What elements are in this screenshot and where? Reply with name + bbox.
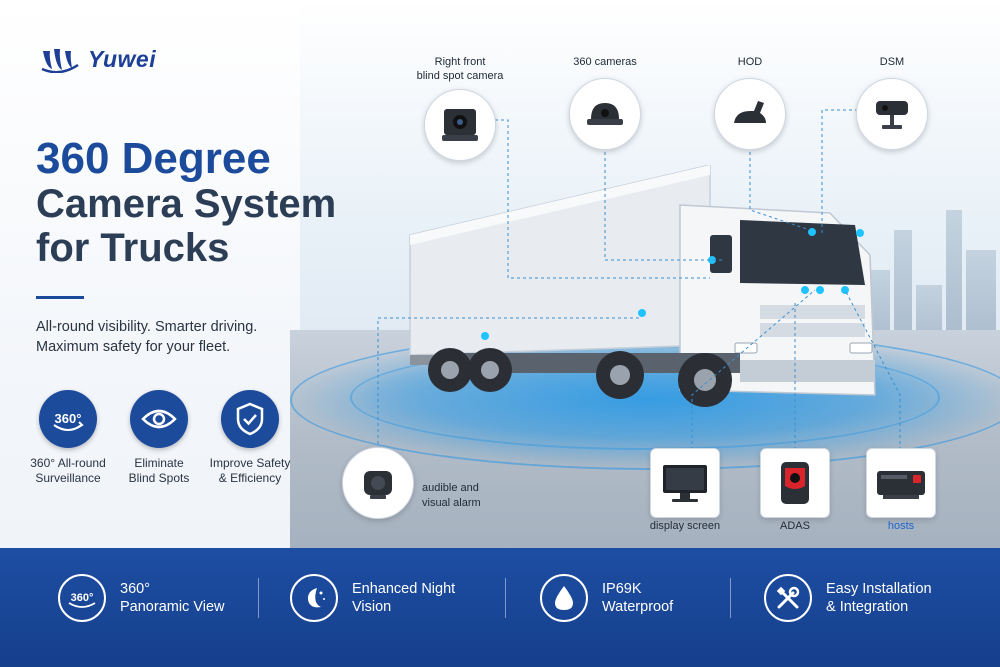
footer-divider-2 [505, 578, 506, 618]
footer-install-line-2: & Integration [826, 599, 909, 615]
hosts-label: hosts [887, 520, 915, 532]
headline-line-3: for Trucks [36, 226, 230, 270]
footer-waterproof-line-2: Waterproof [602, 599, 674, 615]
eye-icon [130, 390, 188, 448]
footer-install-line-1: Easy Installation [826, 581, 932, 597]
footer-bar: 360° 360° Panoramic View Enhanced Night [0, 548, 1000, 667]
hod-label: HOD [737, 56, 763, 68]
360-icon: 360° [39, 390, 97, 448]
feature-360-line-2: Surveillance [35, 471, 101, 485]
feature-safety-line-2: & Efficiency [218, 471, 282, 485]
feature-safety-line-1: Improve Safety [209, 456, 291, 470]
headline-line-2: Camera System [36, 182, 337, 226]
dome-camera-icon [569, 78, 641, 150]
display-screen-label: display screen [649, 520, 721, 532]
footer-360-badge: 360° [71, 592, 94, 604]
truck-illustration [409, 165, 876, 407]
footer-waterproof-line-1: IP69K [602, 581, 642, 597]
feature-eye-line-2: Blind Spots [128, 471, 190, 485]
footer-panoramic-line-1: 360° [120, 581, 150, 597]
feature-360-surveillance: 360° 360° All-round Surveillance [18, 390, 118, 486]
right-front-label-2: blind spot camera [416, 70, 504, 82]
water-drop-icon [540, 574, 588, 622]
footer-divider-3 [730, 578, 731, 618]
shield-check-icon [221, 390, 279, 448]
brand-name: Yuwei [88, 46, 157, 72]
tagline-line-2: Maximum safety for your fleet. [36, 339, 231, 355]
feature-improve-safety: Improve Safety & Efficiency [200, 390, 300, 486]
feature-eye-line-1: Eliminate [134, 456, 184, 470]
right-front-label-1: Right front [434, 56, 486, 68]
feature-360-line-1: 360° All-round [30, 456, 106, 470]
dsm-label: DSM [879, 56, 905, 68]
alarm-label-1: audible and [422, 482, 479, 494]
host-unit-icon [866, 448, 936, 518]
headline-line-1: 360 Degree [36, 134, 271, 183]
component-alarm [342, 447, 414, 519]
360-cameras-label: 360 cameras [573, 56, 637, 68]
moon-stars-icon [290, 574, 338, 622]
headline-underline [36, 296, 84, 299]
feature-360-badge: 360° [55, 411, 82, 426]
headline: 360 Degree Camera System for Trucks [36, 134, 396, 271]
footer-night-line-1: Enhanced Night [352, 581, 456, 597]
brand-logo: Yuwei [40, 46, 156, 73]
footer-item-night-vision: Enhanced Night Vision [290, 574, 455, 622]
feature-eliminate-blind-spots: Eliminate Blind Spots [109, 390, 209, 486]
alarm-label-2: visual alarm [422, 497, 481, 509]
component-right-front-camera: Right front blind spot camera [400, 55, 520, 161]
component-hod: HOD [710, 55, 790, 150]
component-dsm: DSM [852, 55, 932, 150]
alarm-speaker-icon [342, 447, 414, 519]
footer-item-installation: Easy Installation & Integration [764, 574, 932, 622]
adas-camera-icon [760, 448, 830, 518]
footer-item-waterproof: IP69K Waterproof [540, 574, 673, 622]
footer-divider-1 [258, 578, 259, 618]
adas-label: ADAS [780, 520, 810, 532]
tagline-line-1: All-round visibility. Smarter driving. [36, 319, 258, 335]
footer-item-panoramic: 360° 360° Panoramic View [58, 574, 225, 622]
tagline: All-round visibility. Smarter driving. M… [36, 317, 257, 357]
blind-spot-camera-icon [424, 89, 496, 161]
dsm-camera-icon [856, 78, 928, 150]
brand-mark-icon [41, 48, 79, 73]
display-screen-icon [650, 448, 720, 518]
footer-panoramic-line-2: Panoramic View [120, 599, 225, 615]
component-360-cameras: 360 cameras [560, 55, 650, 150]
360-panoramic-icon: 360° [58, 574, 106, 622]
footer-night-line-2: Vision [352, 599, 392, 615]
hod-sensor-icon [714, 78, 786, 150]
tools-icon [764, 574, 812, 622]
alarm-label: audible and visual alarm [422, 481, 481, 511]
